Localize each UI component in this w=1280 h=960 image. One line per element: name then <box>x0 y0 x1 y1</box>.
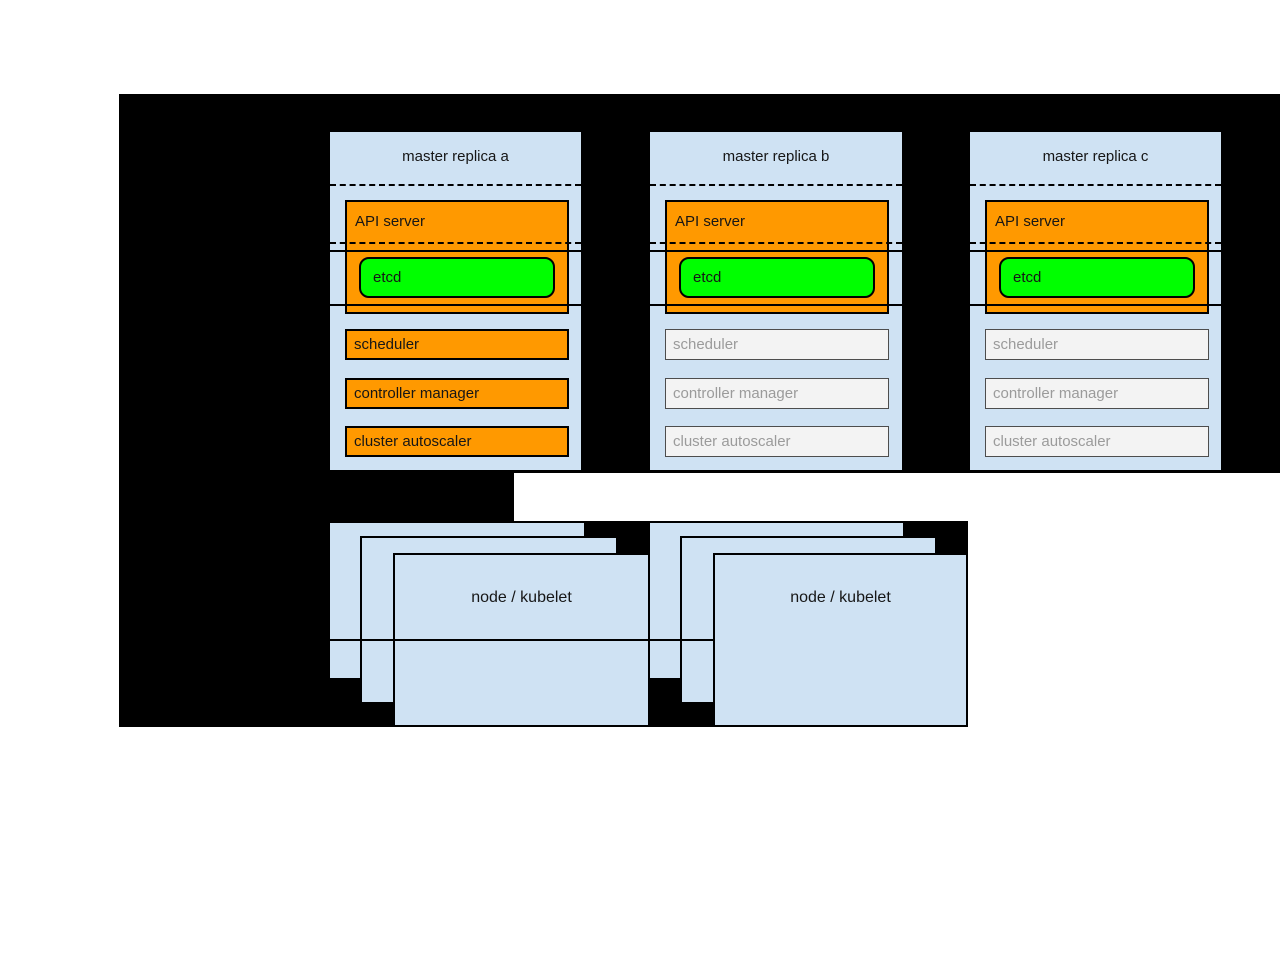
master-replica-b-title: master replica b <box>722 148 830 165</box>
etcd-box: etcd <box>679 257 875 298</box>
zone-divider-dashed-mid <box>330 242 581 244</box>
api-server-label: API server <box>675 213 746 230</box>
zone-divider-dashed-mid <box>650 242 902 244</box>
controller-manager-box: controller manager <box>665 378 889 409</box>
node-kubelet-label: node / kubelet <box>790 589 891 606</box>
etcd-box: etcd <box>999 257 1195 298</box>
zone-divider-dashed-top <box>650 184 902 186</box>
controller-manager-label: controller manager <box>354 385 480 402</box>
controller-manager-label: controller manager <box>993 385 1119 402</box>
master-replica-b-box: master replica b API server etcd schedul… <box>648 130 904 472</box>
master-replica-a-title: master replica a <box>402 148 509 165</box>
etcd-zone-line-bottom <box>650 304 902 306</box>
api-server-label: API server <box>355 213 426 230</box>
controller-manager-box: controller manager <box>345 378 569 409</box>
cluster-autoscaler-label: cluster autoscaler <box>993 433 1111 450</box>
scheduler-label: scheduler <box>993 336 1059 353</box>
etcd-zone-line-top <box>970 250 1221 252</box>
etcd-zone-line-top <box>330 250 581 252</box>
master-replica-c-title: master replica c <box>1042 148 1149 165</box>
scheduler-box: scheduler <box>985 329 1209 360</box>
cluster-autoscaler-box: cluster autoscaler <box>345 426 569 457</box>
master-replica-c-box: master replica c API server etcd schedul… <box>968 130 1223 472</box>
etcd-zone-line-bottom <box>330 304 581 306</box>
scheduler-box: scheduler <box>665 329 889 360</box>
etcd-label: etcd <box>693 269 722 286</box>
node-stack2-box-front: node / kubelet <box>713 553 968 727</box>
cluster-autoscaler-label: cluster autoscaler <box>673 433 791 450</box>
node-zone-divider-line <box>328 639 713 641</box>
cluster-autoscaler-box: cluster autoscaler <box>665 426 889 457</box>
zone-divider-dashed-top <box>970 184 1221 186</box>
etcd-zone-line-bottom <box>970 304 1221 306</box>
scheduler-box: scheduler <box>345 329 569 360</box>
etcd-label: etcd <box>373 269 402 286</box>
cluster-autoscaler-box: cluster autoscaler <box>985 426 1209 457</box>
cluster-autoscaler-label: cluster autoscaler <box>354 433 472 450</box>
api-server-label: API server <box>995 213 1066 230</box>
node-kubelet-label: node / kubelet <box>471 589 572 606</box>
etcd-box: etcd <box>359 257 555 298</box>
zone-divider-dashed-top <box>330 184 581 186</box>
etcd-zone-line-top <box>650 250 902 252</box>
zone-divider-dashed-mid <box>970 242 1221 244</box>
scheduler-label: scheduler <box>673 336 739 353</box>
etcd-label: etcd <box>1013 269 1042 286</box>
controller-manager-box: controller manager <box>985 378 1209 409</box>
controller-manager-label: controller manager <box>673 385 799 402</box>
master-replica-a-box: master replica a API server etcd schedul… <box>328 130 583 472</box>
scheduler-label: scheduler <box>354 336 420 353</box>
